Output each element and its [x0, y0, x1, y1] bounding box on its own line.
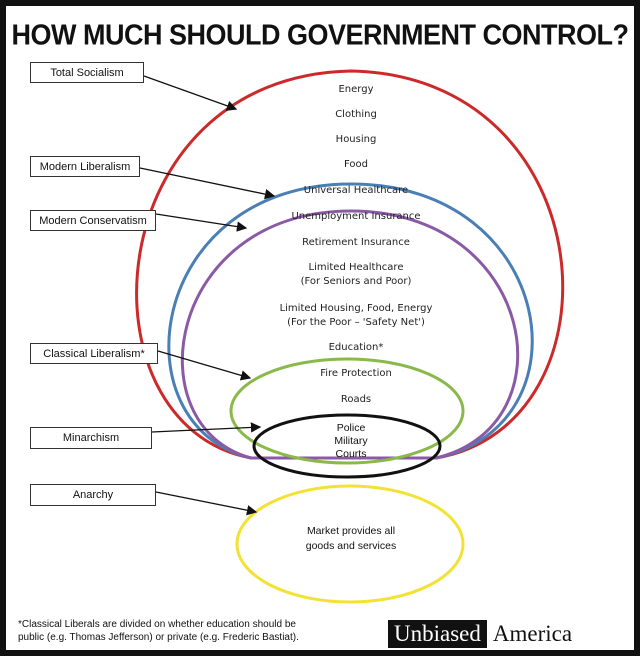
item-universal-healthcare: Universal Healthcare — [303, 185, 409, 196]
arrow-modern-conservatism — [155, 213, 248, 232]
minarchism-ellipse — [252, 413, 442, 479]
anarchy-ellipse — [235, 484, 465, 604]
item-fire-protection: Fire Protection — [320, 368, 392, 379]
footnote: *Classical Liberals are divided on wheth… — [18, 618, 378, 644]
modern-liberalism-circle — [167, 182, 534, 460]
item-limited-healthcare: Limited Healthcare — [308, 262, 404, 273]
label-modern-conservatism: Modern Conservatism — [30, 210, 156, 231]
label-modern-liberalism: Modern Liberalism — [30, 156, 140, 177]
item-limited-healthcare-note: (For Seniors and Poor) — [300, 276, 412, 287]
brand-logo: Unbiased America — [388, 620, 579, 648]
item-roads: Roads — [340, 394, 372, 405]
label-total-socialism: Total Socialism — [30, 62, 144, 83]
footnote-line2: public (e.g. Thomas Jefferson) or privat… — [18, 632, 299, 643]
arrow-classical-liberalism — [157, 350, 252, 381]
item-housing: Housing — [335, 134, 377, 145]
diagram-panel: HOW MUCH SHOULD GOVERNMENT CONTROL? — [6, 6, 634, 650]
brand-part1: Unbiased — [388, 620, 487, 648]
item-courts: Courts — [335, 448, 367, 460]
classical-liberalism-ellipse — [229, 357, 465, 465]
item-market-line1: Market provides all — [306, 525, 396, 537]
footnote-line1: *Classical Liberals are divided on wheth… — [18, 619, 296, 630]
page-title: HOW MUCH SHOULD GOVERNMENT CONTROL? — [11, 19, 629, 51]
arrow-minarchism — [151, 422, 262, 433]
label-classical-liberalism: Classical Liberalism* — [30, 343, 158, 364]
arrow-anarchy — [155, 491, 258, 516]
item-unemployment-insurance: Unemployment Insurance — [291, 211, 421, 222]
item-clothing: Clothing — [335, 109, 377, 120]
item-energy: Energy — [338, 84, 374, 95]
item-food: Food — [344, 159, 368, 170]
item-education: Education* — [328, 342, 384, 353]
label-anarchy: Anarchy — [30, 484, 156, 506]
arrow-modern-liberalism — [139, 167, 276, 200]
brand-part2: America — [486, 620, 579, 648]
item-retirement-insurance: Retirement Insurance — [302, 237, 410, 248]
label-minarchism: Minarchism — [30, 427, 152, 449]
item-limited-housing-note: (For the Poor – 'Safety Net') — [287, 317, 425, 328]
item-limited-housing: Limited Housing, Food, Energy — [279, 303, 433, 314]
arrow-total-socialism — [143, 75, 238, 111]
item-market-line2: goods and services — [305, 540, 397, 552]
item-police: Police — [336, 422, 366, 434]
modern-conservatism-circle — [180, 209, 520, 460]
item-military: Military — [334, 435, 368, 447]
